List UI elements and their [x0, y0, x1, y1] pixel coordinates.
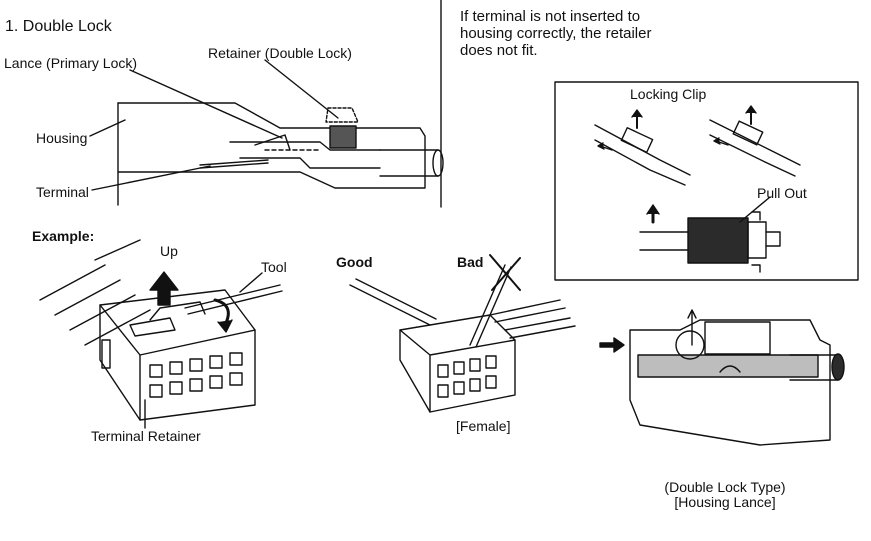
- leader-lance: [129, 69, 283, 139]
- note-text: If terminal is not inserted to housing c…: [460, 8, 730, 59]
- label-pull-out: Pull Out: [757, 185, 807, 201]
- label-terminal: Terminal: [36, 184, 89, 200]
- leader-housing: [89, 119, 126, 137]
- label-locking-clip: Locking Clip: [630, 86, 707, 102]
- label-bad: Bad: [457, 254, 484, 270]
- leader-tool: [239, 272, 263, 293]
- note-line-3: does not fit.: [460, 42, 538, 59]
- leader-retainer: [264, 59, 339, 119]
- connector-example-1: [39, 239, 283, 421]
- caption-line-2: [Housing Lance]: [674, 494, 776, 510]
- label-lance: Lance (Primary Lock): [4, 55, 138, 71]
- connector-example-2: [349, 254, 576, 413]
- example-heading: Example:: [32, 228, 95, 244]
- housing-lance-drawing: [599, 309, 845, 446]
- label-tool: Tool: [261, 259, 287, 275]
- note-line-1: If terminal is not inserted to: [460, 8, 641, 25]
- locking-clip-sketch: [594, 105, 801, 273]
- leader-terminal: [91, 165, 211, 191]
- label-terminal-retainer: Terminal Retainer: [91, 428, 201, 444]
- label-housing: Housing: [36, 130, 88, 146]
- inset-frame: [554, 81, 859, 281]
- label-female: [Female]: [456, 418, 511, 434]
- section-title: 1. Double Lock: [5, 18, 112, 35]
- label-good: Good: [336, 254, 373, 270]
- label-retainer: Retainer (Double Lock): [208, 45, 352, 61]
- double-lock-cross-section: [117, 102, 444, 206]
- note-line-2: housing correctly, the retailer: [460, 25, 652, 42]
- label-up: Up: [160, 243, 178, 259]
- caption-line-1: (Double Lock Type): [664, 479, 786, 495]
